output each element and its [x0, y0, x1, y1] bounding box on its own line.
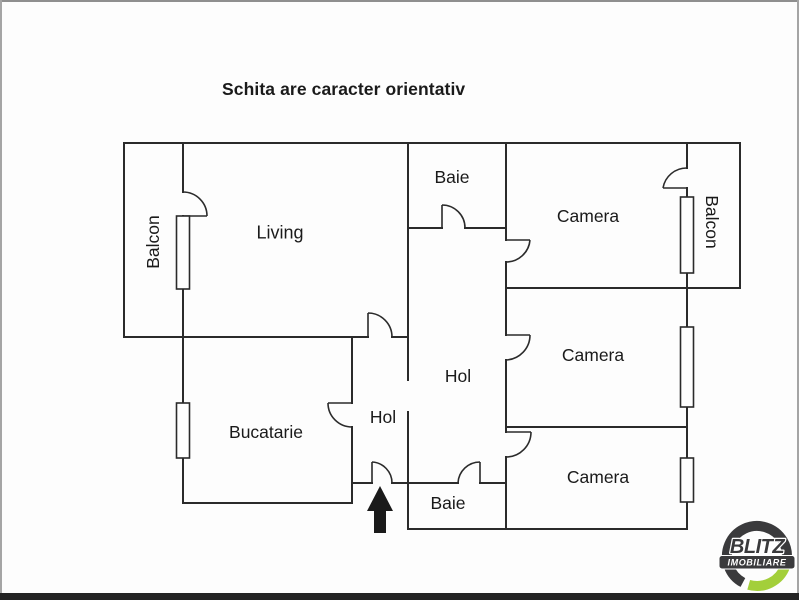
- door-baie-top: [441, 204, 466, 229]
- door-balcon-left: [182, 191, 208, 217]
- window-bucatarie: [175, 402, 191, 459]
- door-living: [367, 312, 393, 338]
- doors: [182, 167, 688, 484]
- blitz-logo: BLITZ IMOBILIARE: [718, 521, 796, 591]
- frame-border-left: [0, 0, 2, 600]
- door-camera-bottom: [505, 431, 532, 458]
- door-baie-bottom: [457, 461, 481, 484]
- label-hol-center: Hol: [445, 366, 471, 386]
- door-camera-middle: [505, 334, 531, 361]
- label-living: Living: [256, 222, 303, 242]
- room-labels: Balcon Living Baie Camera Balcon Hol Cam…: [143, 167, 722, 513]
- label-hol-small: Hol: [370, 407, 396, 427]
- label-camera-top: Camera: [557, 206, 620, 226]
- logo-subtitle-text: IMOBILIARE: [728, 558, 787, 568]
- logo-brand-text: BLITZ: [730, 536, 785, 558]
- frame-border-top: [0, 0, 799, 2]
- windows: [175, 196, 695, 503]
- door-bucatarie: [327, 402, 353, 428]
- label-camera-middle: Camera: [562, 345, 625, 365]
- door-balcon-right: [662, 167, 688, 189]
- door-entrance: [371, 461, 393, 484]
- window-camera-bottom: [679, 457, 695, 503]
- label-baie-top: Baie: [434, 167, 469, 187]
- window-balcon-right: [679, 196, 695, 274]
- entrance-arrow-icon: [367, 486, 393, 533]
- frame-border-right: [797, 0, 799, 600]
- label-camera-bottom: Camera: [567, 467, 630, 487]
- label-bucatarie: Bucatarie: [229, 422, 303, 442]
- door-camera-top: [505, 239, 531, 263]
- window-camera-middle: [679, 326, 695, 408]
- walls: [123, 142, 741, 530]
- label-balcon-left: Balcon: [143, 215, 163, 269]
- window-balcon-left: [175, 215, 191, 290]
- label-balcon-right: Balcon: [702, 195, 722, 249]
- label-baie-bottom: Baie: [430, 493, 465, 513]
- disclaimer-text: Schita are caracter orientativ: [222, 79, 466, 99]
- frame-border-bottom: [0, 593, 799, 600]
- logo-ring-green: [747, 564, 790, 591]
- logo-banner: [718, 555, 796, 570]
